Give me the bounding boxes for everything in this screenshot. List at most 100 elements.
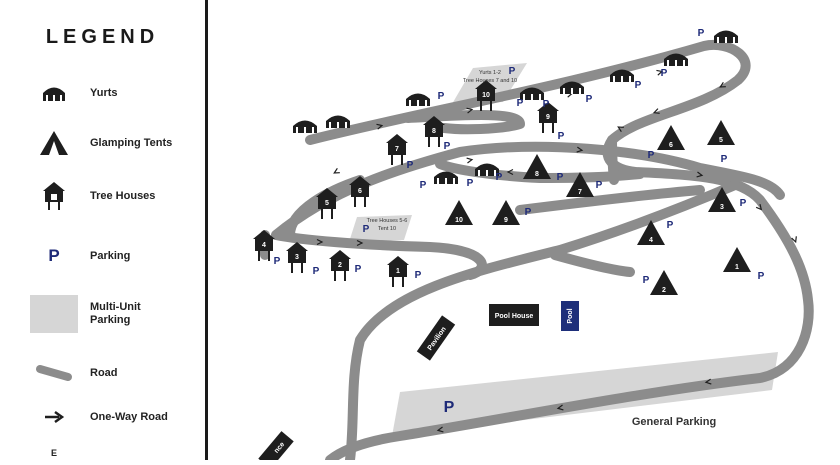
svg-text:P: P xyxy=(740,198,747,209)
yurt-icon xyxy=(326,115,350,128)
svg-text:P: P xyxy=(721,154,728,165)
road-swatch xyxy=(30,353,78,393)
legend-label-tents: Glamping Tents xyxy=(90,136,173,149)
parking-icon: P xyxy=(698,28,705,39)
tent-9: 9 xyxy=(492,200,520,225)
legend-item-tents: Glamping Tents xyxy=(0,123,205,163)
tree-houses: 4 3 2 1 5 6 7 8 9 10 xyxy=(253,80,559,287)
one-way-arrow-icon xyxy=(30,397,78,437)
tent-1: 1 xyxy=(723,247,751,272)
svg-text:Pool: Pool xyxy=(567,308,574,323)
entrance-building: nce xyxy=(258,431,294,465)
svg-text:P: P xyxy=(313,266,320,277)
svg-text:P: P xyxy=(509,66,516,77)
tree-house-6: 6 xyxy=(349,176,371,207)
svg-text:3: 3 xyxy=(720,204,724,211)
tent-7: 7 xyxy=(566,172,594,197)
legend-label-parking: Parking xyxy=(90,249,131,262)
svg-text:10: 10 xyxy=(455,217,463,224)
svg-text:P: P xyxy=(415,270,422,281)
legend-title: LEGEND xyxy=(45,26,160,48)
svg-text:P: P xyxy=(467,178,474,189)
svg-text:P: P xyxy=(635,80,642,91)
svg-text:P: P xyxy=(444,141,451,152)
svg-text:P: P xyxy=(557,172,564,183)
svg-text:P: P xyxy=(517,98,524,109)
svg-text:P: P xyxy=(596,180,603,191)
svg-text:8: 8 xyxy=(432,128,436,135)
campground-map: 4 3 2 1 5 6 7 8 9 10 1 2 3 4 5 6 7 8 9 1… xyxy=(208,0,840,465)
tent-2: 2 xyxy=(650,270,678,295)
yurt-icon xyxy=(714,30,738,43)
svg-text:P: P xyxy=(355,264,362,275)
glamping-tents: 1 2 3 4 5 6 7 8 9 10 xyxy=(445,120,751,295)
legend-divider xyxy=(205,0,208,460)
legend-item-treehouses: Tree Houses xyxy=(0,176,205,216)
svg-text:P: P xyxy=(525,207,532,218)
svg-text:2: 2 xyxy=(662,287,666,294)
svg-text:6: 6 xyxy=(358,188,362,195)
legend-label-oneway: One-Way Road xyxy=(90,410,168,423)
svg-text:P: P xyxy=(543,99,550,110)
general-parking-p: P xyxy=(444,399,455,416)
yurt-icon xyxy=(406,93,430,106)
tree-house-5: 5 xyxy=(316,188,338,219)
svg-text:P: P xyxy=(758,271,765,282)
tree-house-9: 9 xyxy=(537,102,559,133)
svg-text:10: 10 xyxy=(482,92,490,99)
parking-markers: P P P P P P P P P P P P P P P P P P P P … xyxy=(274,28,765,416)
legend-label-yurts: Yurts xyxy=(90,86,118,99)
svg-text:P: P xyxy=(438,91,445,102)
tree-house-icon xyxy=(30,176,78,216)
svg-text:7: 7 xyxy=(578,189,582,196)
legend-item-road: Road xyxy=(0,353,205,393)
legend-label-multiunit: Multi-Unit Parking xyxy=(90,301,141,326)
svg-text:1: 1 xyxy=(396,268,400,275)
svg-text:Pool House: Pool House xyxy=(495,313,534,320)
legend-item-oneway: One-Way Road xyxy=(0,397,205,437)
legend-panel: LEGEND Yurts Glamping Tents Tree Houses … xyxy=(0,0,205,460)
yurt-icon xyxy=(30,73,78,113)
tent-10: 10 xyxy=(445,200,473,225)
svg-text:P: P xyxy=(586,94,593,105)
svg-text:P: P xyxy=(407,160,414,171)
tree-house-3: 3 xyxy=(286,242,308,273)
svg-text:6: 6 xyxy=(669,142,673,149)
svg-text:P: P xyxy=(558,131,565,142)
parking-icon: P xyxy=(48,246,60,265)
general-parking-lot xyxy=(392,352,778,436)
tree-house-1: 1 xyxy=(387,256,409,287)
tent-3: 3 xyxy=(708,187,736,212)
tent-6: 6 xyxy=(657,125,685,150)
svg-text:9: 9 xyxy=(504,217,508,224)
tree-house-7: 7 xyxy=(386,134,408,165)
svg-text:1: 1 xyxy=(735,264,739,271)
glamping-tent-icon xyxy=(30,123,78,163)
tree-house-4: 4 xyxy=(253,230,275,261)
svg-text:2: 2 xyxy=(338,262,342,269)
svg-text:P: P xyxy=(648,150,655,161)
general-parking-label: General Parking xyxy=(632,416,716,428)
pavilion: Pavilion xyxy=(416,315,456,361)
pool-house: Pool House xyxy=(489,304,539,326)
svg-text:P: P xyxy=(274,256,281,267)
svg-text:P: P xyxy=(661,68,668,79)
svg-text:5: 5 xyxy=(719,137,723,144)
legend-label-road: Road xyxy=(90,366,118,379)
legend-item-cut: E xyxy=(0,448,205,462)
svg-text:4: 4 xyxy=(649,237,653,244)
tree-house-10: 10 xyxy=(475,80,497,111)
multi-unit-parking-swatch xyxy=(30,294,78,334)
yurt-icon xyxy=(293,120,317,133)
tent-4: 4 xyxy=(637,220,665,245)
pool: Pool xyxy=(561,301,579,331)
svg-text:P: P xyxy=(643,275,650,286)
legend-item-multiunit: Multi-Unit Parking xyxy=(0,294,205,334)
yurt-icon xyxy=(434,171,458,184)
svg-text:5: 5 xyxy=(325,200,329,207)
cut-off-entry: E xyxy=(50,448,57,458)
svg-text:7: 7 xyxy=(395,146,399,153)
tree-house-2: 2 xyxy=(329,250,351,281)
svg-text:P: P xyxy=(496,172,503,183)
